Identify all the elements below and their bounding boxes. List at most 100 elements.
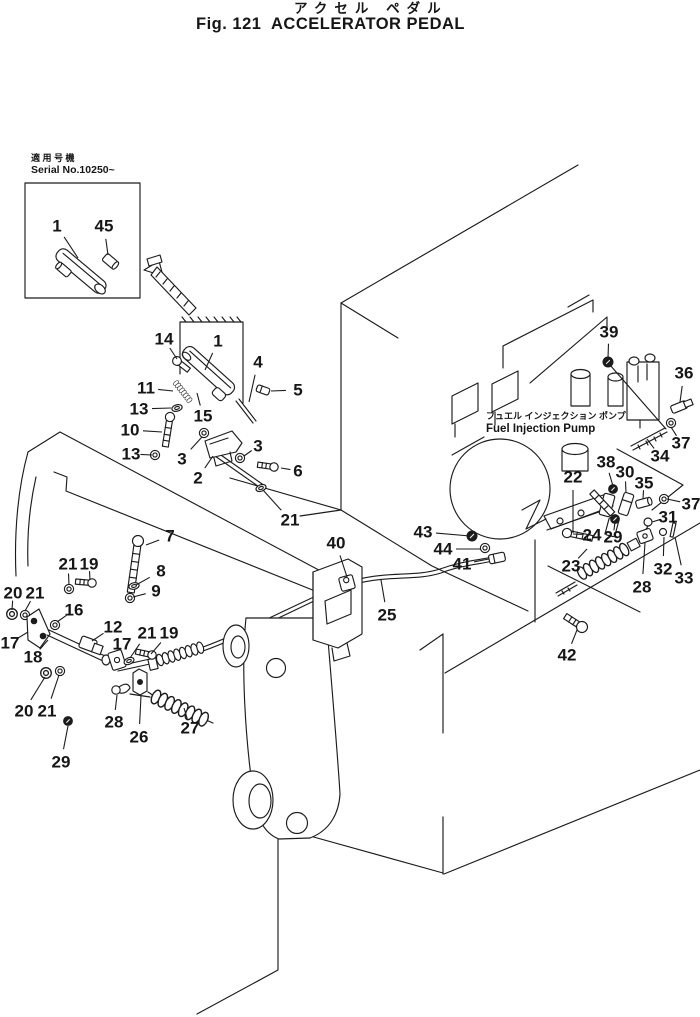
leader-line-12-26 — [91, 632, 104, 642]
leader-line-28-32 — [114, 694, 118, 710]
callout-32-54: 32 — [654, 560, 673, 579]
leader-line-7-16 — [145, 539, 160, 546]
leader-line-19-18 — [88, 571, 91, 581]
leader-line-37-40 — [670, 426, 677, 437]
callout-14-2: 14 — [155, 330, 174, 349]
callout-39-38: 39 — [600, 323, 619, 342]
leader-line-9-23 — [132, 593, 146, 598]
leader-line-41-53 — [473, 558, 490, 563]
leader-line-32-54 — [662, 536, 665, 557]
callout-19-29: 19 — [160, 624, 179, 643]
callout-15-8: 15 — [194, 407, 213, 426]
figure-title: Fig. 121 ACCELERATOR PEDAL — [196, 15, 465, 33]
callout-17-27: 17 — [113, 635, 132, 654]
leader-line-1-0 — [63, 236, 79, 259]
leader-line-8-22 — [135, 576, 151, 586]
leader-line-34-41 — [646, 438, 655, 449]
callout-21-31: 21 — [38, 702, 57, 721]
fuel-injection-pump-label: Fuel Injection Pump — [486, 423, 596, 435]
leader-line-13-10 — [140, 453, 153, 456]
leader-line-3-13 — [243, 450, 253, 457]
leader-line-36-39 — [679, 385, 683, 403]
callout-34-41: 34 — [651, 447, 670, 466]
leader-line-2-12 — [204, 455, 214, 469]
callout-7-16: 7 — [165, 527, 174, 546]
callout-25-37: 25 — [378, 606, 397, 625]
leader-line-19-29 — [150, 642, 162, 655]
callout-6-14: 6 — [293, 462, 302, 481]
callout-28-56: 28 — [633, 578, 652, 597]
leader-line-14-2 — [169, 347, 178, 360]
inset-serial-label: Serial No.10250~ — [31, 164, 115, 176]
callout-9-23: 9 — [151, 582, 160, 601]
leader-line-16-21 — [56, 614, 67, 623]
leader-line-31-47 — [651, 518, 661, 523]
leader-line-29-49 — [613, 521, 616, 531]
callout-11-6: 11 — [137, 379, 155, 398]
fuel-injection-pump-label-japanese: フュエル インジェクション ポンプ — [486, 411, 626, 421]
leader-line-43-51 — [435, 532, 471, 537]
machine-frame-drawing — [196, 448, 700, 1015]
leader-line-13-7 — [151, 407, 172, 410]
callout-5-5: 5 — [293, 381, 302, 400]
return-spring-drawing — [172, 379, 194, 404]
leader-line-5-5 — [270, 389, 286, 392]
callout-13-7: 13 — [130, 400, 149, 419]
throttle-linkage-drawing — [521, 356, 694, 597]
callout-30-44: 30 — [616, 463, 635, 482]
callout-37-40: 37 — [672, 434, 691, 453]
callout-3-11: 3 — [177, 450, 186, 469]
leader-line-6-14 — [280, 467, 291, 471]
callout-31-47: 31 — [659, 508, 678, 527]
leader-line-10-9 — [142, 430, 163, 433]
leader-line-3-11 — [190, 436, 203, 450]
callout-43-51: 43 — [414, 523, 433, 542]
callout-33-55: 33 — [675, 569, 694, 588]
callout-17-24: 17 — [1, 634, 20, 653]
leader-line-40-36 — [339, 555, 348, 578]
leader-line-23-50 — [577, 548, 588, 559]
engine-hood-drawing — [340, 164, 608, 511]
leader-line-17-24 — [17, 631, 29, 639]
callout-8-22: 8 — [156, 562, 165, 581]
leader-line-35-45 — [642, 490, 645, 500]
leader-line-33-55 — [674, 536, 682, 566]
callout-19-18: 19 — [80, 555, 99, 574]
leader-line-21-28 — [129, 643, 141, 659]
callout-28-32: 28 — [105, 713, 124, 732]
callout-22-42: 22 — [564, 468, 583, 487]
leader-line-37-46 — [666, 498, 681, 503]
callout-1-0: 1 — [52, 217, 61, 236]
callout-10-9: 10 — [121, 421, 140, 440]
leader-line-39-38 — [607, 343, 610, 359]
leader-line-21-31 — [50, 674, 60, 699]
leader-line-21-15 — [262, 489, 282, 511]
callout-20-30: 20 — [15, 702, 34, 721]
leader-line-4-4 — [248, 374, 256, 403]
leader-line-21-17 — [67, 573, 70, 586]
callout-13-10: 13 — [122, 445, 141, 464]
leader-line-38-43 — [608, 472, 614, 487]
callout-27-34: 27 — [181, 719, 200, 738]
callout-35-45: 35 — [635, 474, 654, 493]
leader-line-21-20 — [24, 600, 31, 612]
frame-bolt-drawing — [563, 613, 589, 634]
callout-3-13: 3 — [253, 437, 262, 456]
leader-line-28-56 — [642, 542, 646, 575]
leader-line-45-1 — [105, 238, 109, 256]
callout-1-3: 1 — [213, 332, 222, 351]
callout-20-19: 20 — [4, 584, 23, 603]
callout-2-12: 2 — [193, 469, 202, 488]
callout-42-57: 42 — [558, 646, 577, 665]
leader-line-25-37 — [380, 579, 386, 603]
direction-arrow — [143, 254, 197, 316]
inset-serial-label-japanese: 適用号機 — [31, 153, 78, 163]
callout-44-52: 44 — [434, 540, 453, 559]
callout-12-26: 12 — [104, 618, 123, 637]
callout-29-35: 29 — [52, 753, 71, 772]
callout-21-17: 21 — [59, 555, 78, 574]
leader-line-15-8 — [196, 392, 201, 406]
leader-line-18-25 — [39, 639, 49, 650]
